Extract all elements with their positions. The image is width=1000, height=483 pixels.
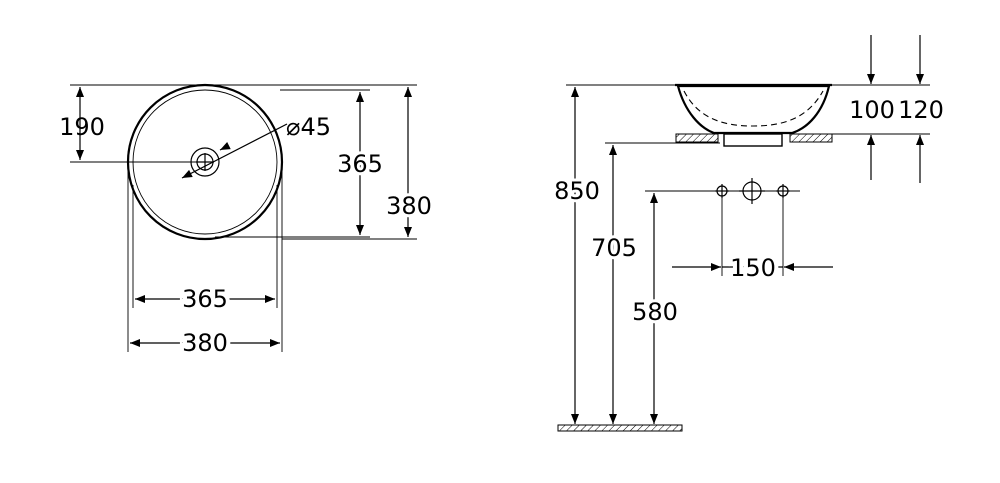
side-view: 100 120 850 705 580 150 — [551, 35, 944, 432]
countertop-left — [675, 133, 719, 143]
tap-hole-left-icon — [715, 184, 729, 198]
tap-hole-right-icon — [776, 184, 790, 198]
drain-body — [723, 133, 783, 147]
dim-label-120: 120 — [898, 96, 944, 124]
dim-label-705: 705 — [591, 234, 637, 262]
dim-label-150: 150 — [730, 254, 776, 282]
dim-label-diameter: ⌀45 — [286, 113, 331, 141]
countertop-right — [789, 133, 833, 143]
dim-label-190: 190 — [59, 113, 105, 141]
top-view: 190 ⌀45 365 380 365 380 — [59, 83, 435, 361]
floor-hatch — [557, 424, 683, 432]
dim-label-850: 850 — [554, 177, 600, 205]
dim-label-380-v: 380 — [386, 192, 432, 220]
dim-label-380-h: 380 — [182, 329, 228, 357]
basin-bowl-profile — [676, 84, 831, 135]
dim-line-diameter — [181, 123, 288, 179]
dim-label-365-v: 365 — [337, 150, 383, 178]
dim-label-580: 580 — [632, 298, 678, 326]
basin-inner-dashed — [683, 90, 824, 127]
dim-label-365-h: 365 — [182, 285, 228, 313]
tap-hole-center-icon — [739, 178, 765, 204]
dim-label-100: 100 — [849, 96, 895, 124]
